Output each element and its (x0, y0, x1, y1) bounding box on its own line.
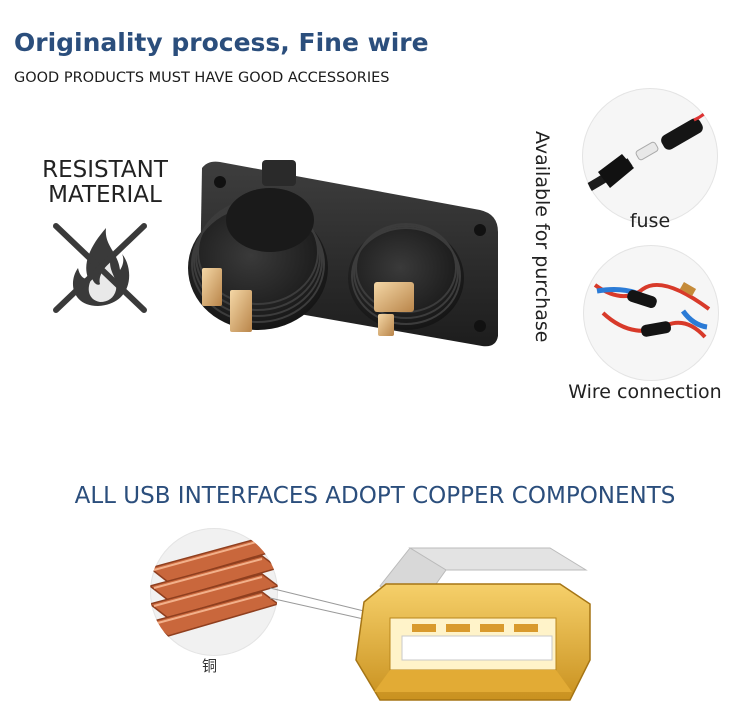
page-title: Originality process, Fine wire (14, 28, 429, 57)
resistant-material-label: RESISTANT MATERIAL (30, 158, 180, 208)
page-subtitle: GOOD PRODUCTS MUST HAVE GOOD ACCESSORIES (14, 70, 390, 86)
dual-usb-socket-panel-image (188, 160, 498, 347)
copper-sheet-icon (150, 537, 278, 637)
available-for-purchase-label: Available for purchase (531, 131, 553, 343)
fuse-icon (585, 97, 718, 192)
copper-label: 铜 (202, 658, 218, 675)
usb-connector-image (355, 547, 591, 701)
copper-components-heading: ALL USB INTERFACES ADOPT COPPER COMPONEN… (74, 483, 676, 509)
resistant-label-line2: MATERIAL (48, 182, 162, 208)
fuse-accessory-image (582, 88, 718, 224)
no-fire-icon (53, 223, 147, 313)
wire-connection-accessory-image (583, 245, 719, 381)
wire-connection-label: Wire connection (568, 381, 722, 403)
fuse-label: fuse (629, 210, 671, 232)
wire-connector-icon (593, 282, 711, 339)
callout-lines (269, 587, 369, 621)
resistant-label-line1: RESISTANT (42, 157, 168, 183)
copper-sheets-image (150, 528, 278, 656)
